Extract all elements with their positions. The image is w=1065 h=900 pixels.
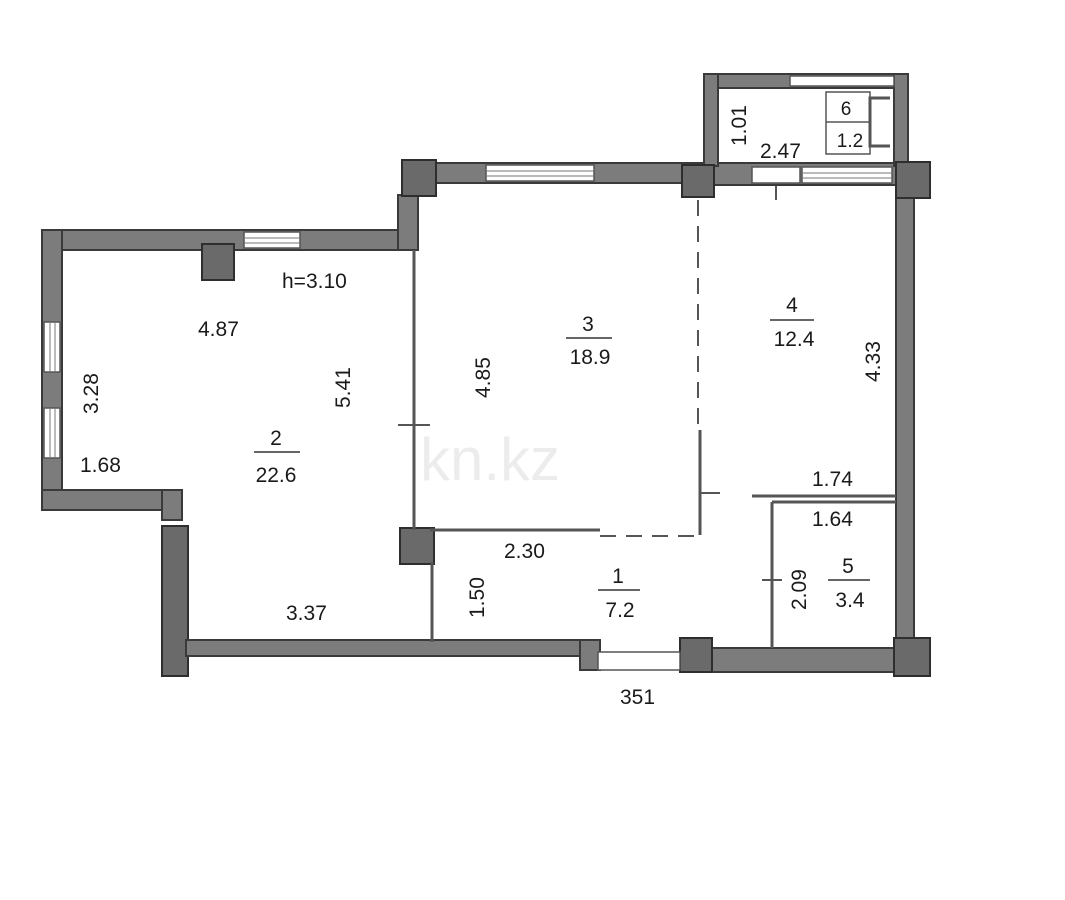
dim-351: 351 xyxy=(620,686,655,709)
room-area-2: 22.6 xyxy=(256,464,297,487)
room-number-4: 4 xyxy=(786,294,798,317)
entrance-door-opening xyxy=(597,651,681,671)
column-top-right xyxy=(895,161,931,199)
dim-1-50: 1.50 xyxy=(466,577,489,618)
dim-2-47: 2.47 xyxy=(760,140,801,163)
column-top-middle xyxy=(681,164,715,198)
window-left-wall-lower xyxy=(43,407,61,459)
room-number-2: 2 xyxy=(270,427,282,450)
dim-1-01: 1.01 xyxy=(728,105,751,146)
wall-balcony-left xyxy=(703,73,719,167)
room-number-3: 3 xyxy=(582,313,594,336)
window-balcony-top xyxy=(789,75,895,87)
column-top-left-center xyxy=(401,159,437,197)
room-area-6: 1.2 xyxy=(837,131,863,152)
room-area-3: 18.9 xyxy=(570,346,611,369)
column-left-top-wall xyxy=(201,243,235,281)
room-number-6: 6 xyxy=(841,99,852,120)
wall-bottom-left xyxy=(185,639,587,657)
room-6-label-box xyxy=(825,91,871,155)
dim-4-87: 4.87 xyxy=(198,318,239,341)
dim-5-41: 5.41 xyxy=(332,367,355,408)
window-top-center xyxy=(485,164,595,182)
wall-left-center-step xyxy=(397,194,419,251)
dim-2-30: 2.30 xyxy=(504,540,545,563)
window-left-top-wall xyxy=(243,231,301,249)
column-bottom-left xyxy=(161,525,189,677)
room-area-4: 12.4 xyxy=(774,328,815,351)
balcony-bracket xyxy=(868,96,890,148)
dim-1-68: 1.68 xyxy=(80,454,121,477)
room-area-5: 3.4 xyxy=(835,589,865,612)
column-bottom-right xyxy=(893,637,931,677)
dim-3-28: 3.28 xyxy=(80,373,103,414)
dim-1-74: 1.74 xyxy=(812,468,853,491)
dim-3-37: 3.37 xyxy=(286,602,327,625)
room-area-1: 7.2 xyxy=(605,599,634,622)
wall-bottom-right xyxy=(699,647,911,673)
window-top-right xyxy=(801,166,893,184)
watermark: kn.kz xyxy=(420,426,560,493)
column-center-bottom-left xyxy=(399,527,435,565)
dim-2-09: 2.09 xyxy=(788,569,811,610)
wall-bottom-step xyxy=(579,639,601,671)
balcony-door xyxy=(751,166,801,184)
ceiling-height: h=3.10 xyxy=(282,270,347,293)
column-bottom-middle xyxy=(679,637,713,673)
room-number-5: 5 xyxy=(842,555,854,578)
window-left-wall-upper xyxy=(43,321,61,373)
wall-balcony-right xyxy=(893,73,909,167)
dim-1-64: 1.64 xyxy=(812,508,853,531)
dim-4-33: 4.33 xyxy=(862,341,885,382)
wall-step-vertical xyxy=(161,489,183,521)
wall-right xyxy=(895,194,915,656)
dim-4-85: 4.85 xyxy=(472,357,495,398)
room-number-1: 1 xyxy=(612,565,624,588)
